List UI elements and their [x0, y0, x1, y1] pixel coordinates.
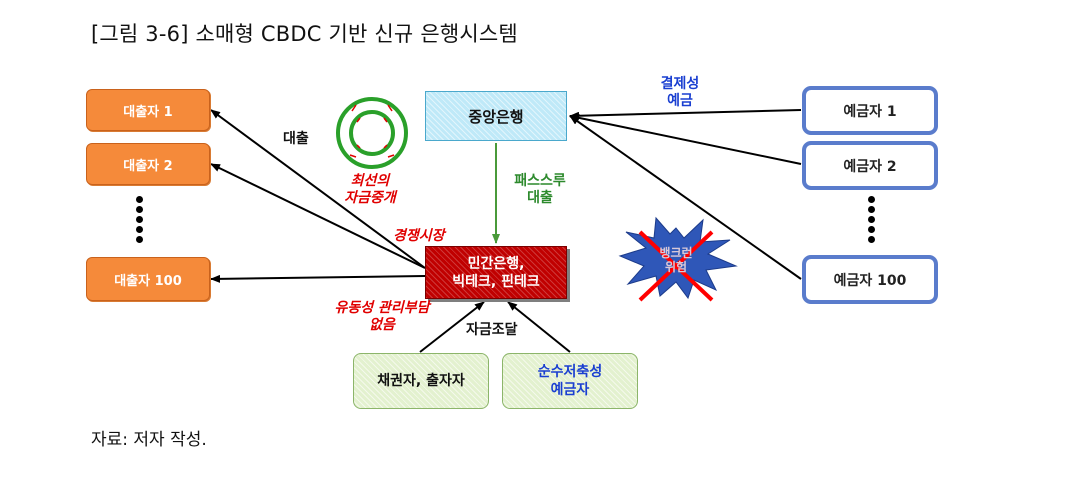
loan-label: 대출: [283, 131, 309, 147]
private-bank-line1: 민간은행,: [467, 255, 525, 272]
pure-saving-depositors-box: 순수저축성 예금자: [502, 353, 638, 409]
competitive-market-label: 경쟁시장: [393, 228, 445, 244]
arrow-depositor-2: [569, 113, 802, 165]
source-note: 자료: 저자 작성.: [91, 430, 207, 450]
arrow-to-borrower-1: [210, 109, 426, 269]
borrower-1: 대출자 1: [86, 89, 210, 131]
borrower-2: 대출자 2: [86, 143, 210, 185]
borrower-ellipsis: [136, 196, 144, 246]
bank-run-label: 뱅크런 위험: [659, 246, 693, 274]
pass-through-loan-label: 패스스루 대출: [514, 173, 566, 206]
private-bank: 민간은행, 빅테크, 핀테크: [425, 246, 567, 299]
settlement-deposit-label: 결제성 예금: [660, 76, 700, 109]
figure-title: [그림 3-6] 소매형 CBDC 기반 신규 은행시스템: [91, 22, 518, 46]
depositor-ellipsis: [868, 196, 876, 246]
borrower-100: 대출자 100: [86, 257, 210, 301]
depositor-1: 예금자 1: [802, 86, 938, 135]
arrow-funding-savers: [507, 301, 571, 353]
arrow-funding-creditors: [419, 301, 485, 353]
arrow-depositor-1: [569, 109, 802, 120]
central-bank: 중앙은행: [425, 91, 567, 141]
arrow-depositor-100: [569, 115, 802, 280]
bank-run-burst-icon: [618, 216, 738, 302]
pure-saving-line1: 순수저축성: [537, 364, 603, 380]
cycle-rings-icon: [336, 97, 408, 169]
optimal-intermediation-label: 최선의 자금중개: [344, 173, 396, 206]
depositor-100: 예금자 100: [802, 255, 938, 304]
creditors-box: 채권자, 출자자: [353, 353, 489, 409]
private-bank-line2: 빅테크, 핀테크: [452, 273, 540, 290]
pure-saving-line2: 예금자: [550, 382, 590, 398]
arrow-to-borrower-100: [210, 274, 426, 283]
funding-label: 자금조달: [466, 322, 518, 338]
arrow-to-borrower-2: [210, 163, 426, 269]
no-liquidity-burden-label: 유동성 관리부담 없음: [334, 300, 430, 333]
depositor-2: 예금자 2: [802, 141, 938, 190]
